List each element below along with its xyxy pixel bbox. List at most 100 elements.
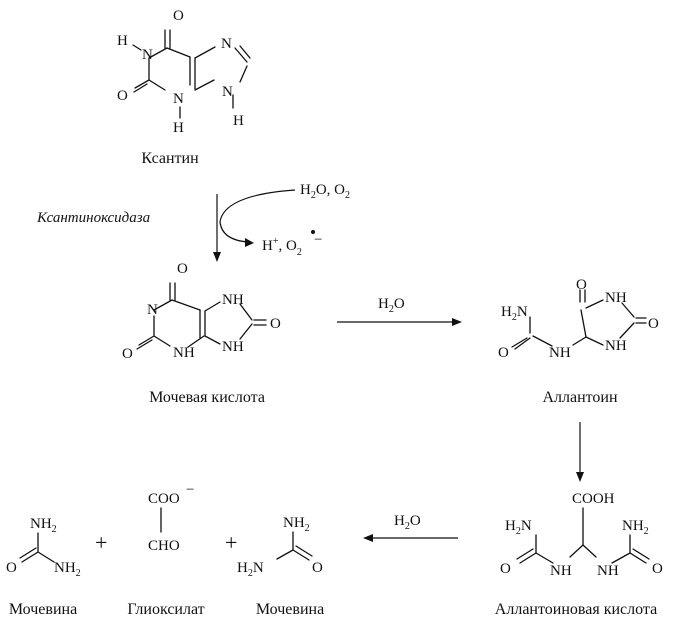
bond [585,336,604,346]
atom-nh: NH [222,292,244,308]
atom-nh: NH [549,345,571,361]
atom-nh2: NH2 [283,515,310,534]
bond [136,339,153,350]
urea-right-label: Мочевина [256,601,324,618]
atom-h2n: H2N [237,560,264,579]
atom-o: O [312,560,323,576]
glyoxylate-label: Глиоксилат [127,601,204,618]
xanthine-structure: O H N O N H N N H [117,8,251,136]
urea-right-structure: NH2 H2N O [237,515,323,579]
arrowhead [363,534,373,542]
bond [519,552,537,564]
atom-o: O [270,316,281,332]
atom-o: O [117,88,128,104]
bond [148,79,166,91]
atom-o: O [576,277,587,293]
allantoic-acid-structure: COOH H2N NH2 O NH NH O [500,491,663,579]
bond [187,335,205,348]
bond [239,303,253,321]
atom-nh2: NH2 [622,518,649,537]
curved-arrow [219,189,296,243]
bond [532,335,553,347]
bond [295,545,313,557]
bond [572,336,587,346]
atom-o: O [177,261,188,277]
bond [514,337,531,350]
bond [239,323,253,340]
enzyme-label: Ксантиноксидаза [36,210,150,226]
arrowhead [213,252,221,262]
atom-o: O [652,561,663,577]
bond [204,335,221,345]
plus-sign: + [95,530,107,555]
bond [535,552,554,564]
urea-left-structure: NH2 O NH2 [6,516,81,579]
atom-nh: NH [222,339,244,355]
uric-acid-label: Мочевая кислота [149,389,265,406]
bond [239,45,251,59]
reagent-out: H+, O2 [262,236,302,258]
atom-cho: CHO [148,538,180,554]
atom-n: N [173,91,184,107]
atom-h: H [117,33,128,49]
arrowhead [452,318,462,326]
bond [132,44,142,51]
atom-nh: NH [605,338,627,354]
bond [511,337,528,348]
reagent-water: H2O [394,513,421,532]
bond [619,322,635,339]
bond [621,302,635,318]
atom-cooh: COOH [572,491,615,507]
atom-o: O [500,561,511,577]
bond [21,551,39,563]
glyoxylate-structure: COO − CHO [148,482,194,554]
reagent-in: H2O, O2 [300,182,350,201]
bond [204,301,221,312]
atom-h2n: H2N [505,518,532,537]
atom-h: H [233,113,244,129]
xanthine-label: Ксантин [141,150,199,167]
atom-nh2: NH2 [30,516,57,535]
atom-nh: NH [550,563,572,579]
bond [629,552,647,564]
plus-sign: + [225,530,237,555]
atom-coo: COO [148,491,180,507]
atom-o: O [648,316,659,332]
charge-minus: − [186,482,194,498]
bond [276,549,294,560]
atom-nh2: NH2 [54,560,81,579]
bond [171,299,201,311]
atom-h2n: H2N [501,304,528,323]
bond [582,544,597,558]
bond [148,47,168,59]
bond [153,299,173,311]
atom-h: H [173,120,184,136]
bond [292,549,310,561]
charge-minus: − [314,232,322,248]
bond [19,547,37,559]
bond [580,309,587,338]
atom-nh: NH [597,563,619,579]
allantoin-structure: H2N O NH O NH NH O [498,277,659,361]
uric-acid-structure: O N O NH NH NH O [122,261,281,362]
bond [234,47,248,63]
allantoic-acid-label: Аллантоиновая кислота [495,601,657,618]
bond [611,552,631,564]
allantoin-label: Аллантоин [542,389,618,406]
arrowhead [576,472,584,482]
bond [133,83,148,93]
bond [134,79,150,89]
atom-n: N [142,47,153,63]
atom-o: O [173,8,184,24]
radical-dot [311,230,315,234]
bond [585,299,604,309]
bond [37,551,55,563]
bond [516,548,534,560]
atom-n: N [221,36,232,52]
bond [194,79,215,91]
bond [632,548,650,560]
bond [138,335,155,346]
atom-o: O [6,560,17,576]
atom-nh: NH [605,290,627,306]
